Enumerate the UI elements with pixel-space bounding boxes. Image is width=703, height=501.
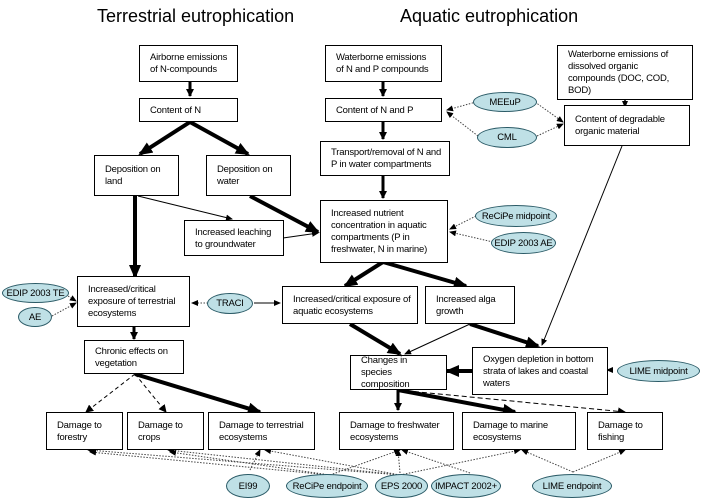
link-recipe-end-fresh	[329, 449, 401, 476]
edge-leaching-to-nutrient	[282, 230, 319, 239]
method-traci: TRACI	[207, 293, 253, 314]
box-degradable-organic: Content of degradable organic material	[564, 105, 690, 146]
method-lime-midpoint: LIME midpoint	[617, 360, 700, 382]
box-deposition-water: Deposition on water	[206, 155, 291, 196]
box-exposure-aquatic: Increased/critical exposure of aquatic e…	[282, 286, 418, 324]
method-edip2003-te: EDIP 2003 TE	[2, 283, 69, 303]
edge-content-n-to-dep-water	[189, 120, 250, 156]
method-edip2003-ae: EDIP 2003 AE	[491, 232, 556, 254]
method-ei99: EI99	[226, 474, 270, 498]
edge-content-n-to-dep-land	[138, 120, 192, 156]
link-ae	[51, 302, 77, 317]
edge-nutrient-to-alga	[382, 260, 468, 289]
link-cml-org	[536, 123, 564, 137]
box-leaching-groundwater: Increased leaching to groundwater	[184, 220, 284, 256]
link-recipe-end-forestry	[89, 449, 331, 476]
box-airborne-emissions: Airborne emissions of N-compounds	[139, 45, 238, 82]
link-eps-fresh	[395, 449, 402, 474]
link-meeup-np	[446, 101, 477, 112]
box-chronic-effects: Chronic effects on vegetation	[84, 340, 184, 374]
link-lime-end-fishing	[572, 449, 626, 473]
link-eps-forestry	[87, 447, 401, 476]
method-impact2002: IMPACT 2002+	[431, 474, 501, 498]
edge-alga-to-species	[404, 323, 471, 355]
box-damage-crops: Damage to crops	[127, 412, 204, 450]
box-alga-growth: Increased alga growth	[425, 286, 515, 324]
edge-chronic-to-terr-damage	[134, 372, 262, 415]
edge-species-to-fishing	[397, 389, 626, 416]
box-exposure-terrestrial: Increased/critical exposure of terrestri…	[77, 276, 190, 327]
box-damage-fishing: Damage to fishing	[587, 412, 663, 450]
edge-alga-to-oxygen	[469, 322, 540, 349]
link-cml-np	[446, 111, 479, 137]
box-species-composition: Changes in species composition	[350, 355, 447, 390]
box-damage-freshwater: Damage to freshwater ecosystems	[339, 412, 454, 450]
box-transport-removal: Transport/removal of N and P in water co…	[320, 141, 450, 176]
link-eps-marine	[399, 448, 521, 476]
box-damage-terrestrial: Damage to terrestrial ecosystems	[208, 412, 315, 450]
aquatic-title: Aquatic eutrophication	[400, 6, 579, 26]
edge-chronic-to-forestry	[85, 373, 136, 413]
box-oxygen-depletion: Oxygen depletion in bottom strata of lak…	[472, 347, 608, 395]
box-damage-marine: Damage to marine ecosystems	[462, 412, 576, 450]
edge-species-to-marine	[397, 388, 517, 416]
edge-organic-to-oxygen	[541, 145, 623, 346]
box-content-np: Content of N and P	[325, 98, 442, 122]
link-ei99-terr	[249, 449, 261, 471]
link-recipe-end-crops	[169, 449, 331, 476]
method-meeup: MEEuP	[473, 92, 537, 112]
method-cml: CML	[477, 127, 537, 148]
link-eps-terr	[264, 448, 401, 476]
box-damage-forestry: Damage to forestry	[46, 412, 123, 450]
link-edip-ae	[449, 230, 494, 243]
link-edip-te	[67, 295, 77, 302]
edge-exposure-aq-to-species	[348, 322, 402, 356]
box-content-n: Content of N	[139, 98, 238, 122]
edge-dep-water-to-nutrient	[249, 194, 320, 234]
method-ae: AE	[18, 307, 52, 327]
method-lime-endpoint: LIME endpoint	[532, 474, 612, 498]
link-impact-fresh	[401, 449, 471, 474]
box-deposition-land: Deposition on land	[94, 155, 179, 196]
method-recipe-endpoint: ReCiPe endpoint	[286, 474, 368, 498]
method-recipe-midpoint: ReCiPe midpoint	[475, 205, 557, 227]
terrestrial-title: Terrestrial eutrophication	[97, 6, 295, 26]
box-nutrient-concentration: Increased nutrient concentration in aqua…	[320, 200, 448, 263]
method-eps2000: EPS 2000	[375, 474, 428, 498]
edge-dep-land-to-leaching	[137, 195, 233, 221]
link-recipe-mid	[449, 215, 477, 230]
edge-chronic-to-crops	[134, 373, 167, 413]
edge-nutrient-to-exposure-aq	[343, 260, 385, 288]
link-meeup-org	[534, 101, 564, 123]
box-waterborne-np: Waterborne emissions of N and P compound…	[325, 45, 442, 82]
link-lime-end-marine	[521, 449, 574, 473]
box-waterborne-organic: Waterborne emissions of dissolved organi…	[557, 45, 693, 100]
